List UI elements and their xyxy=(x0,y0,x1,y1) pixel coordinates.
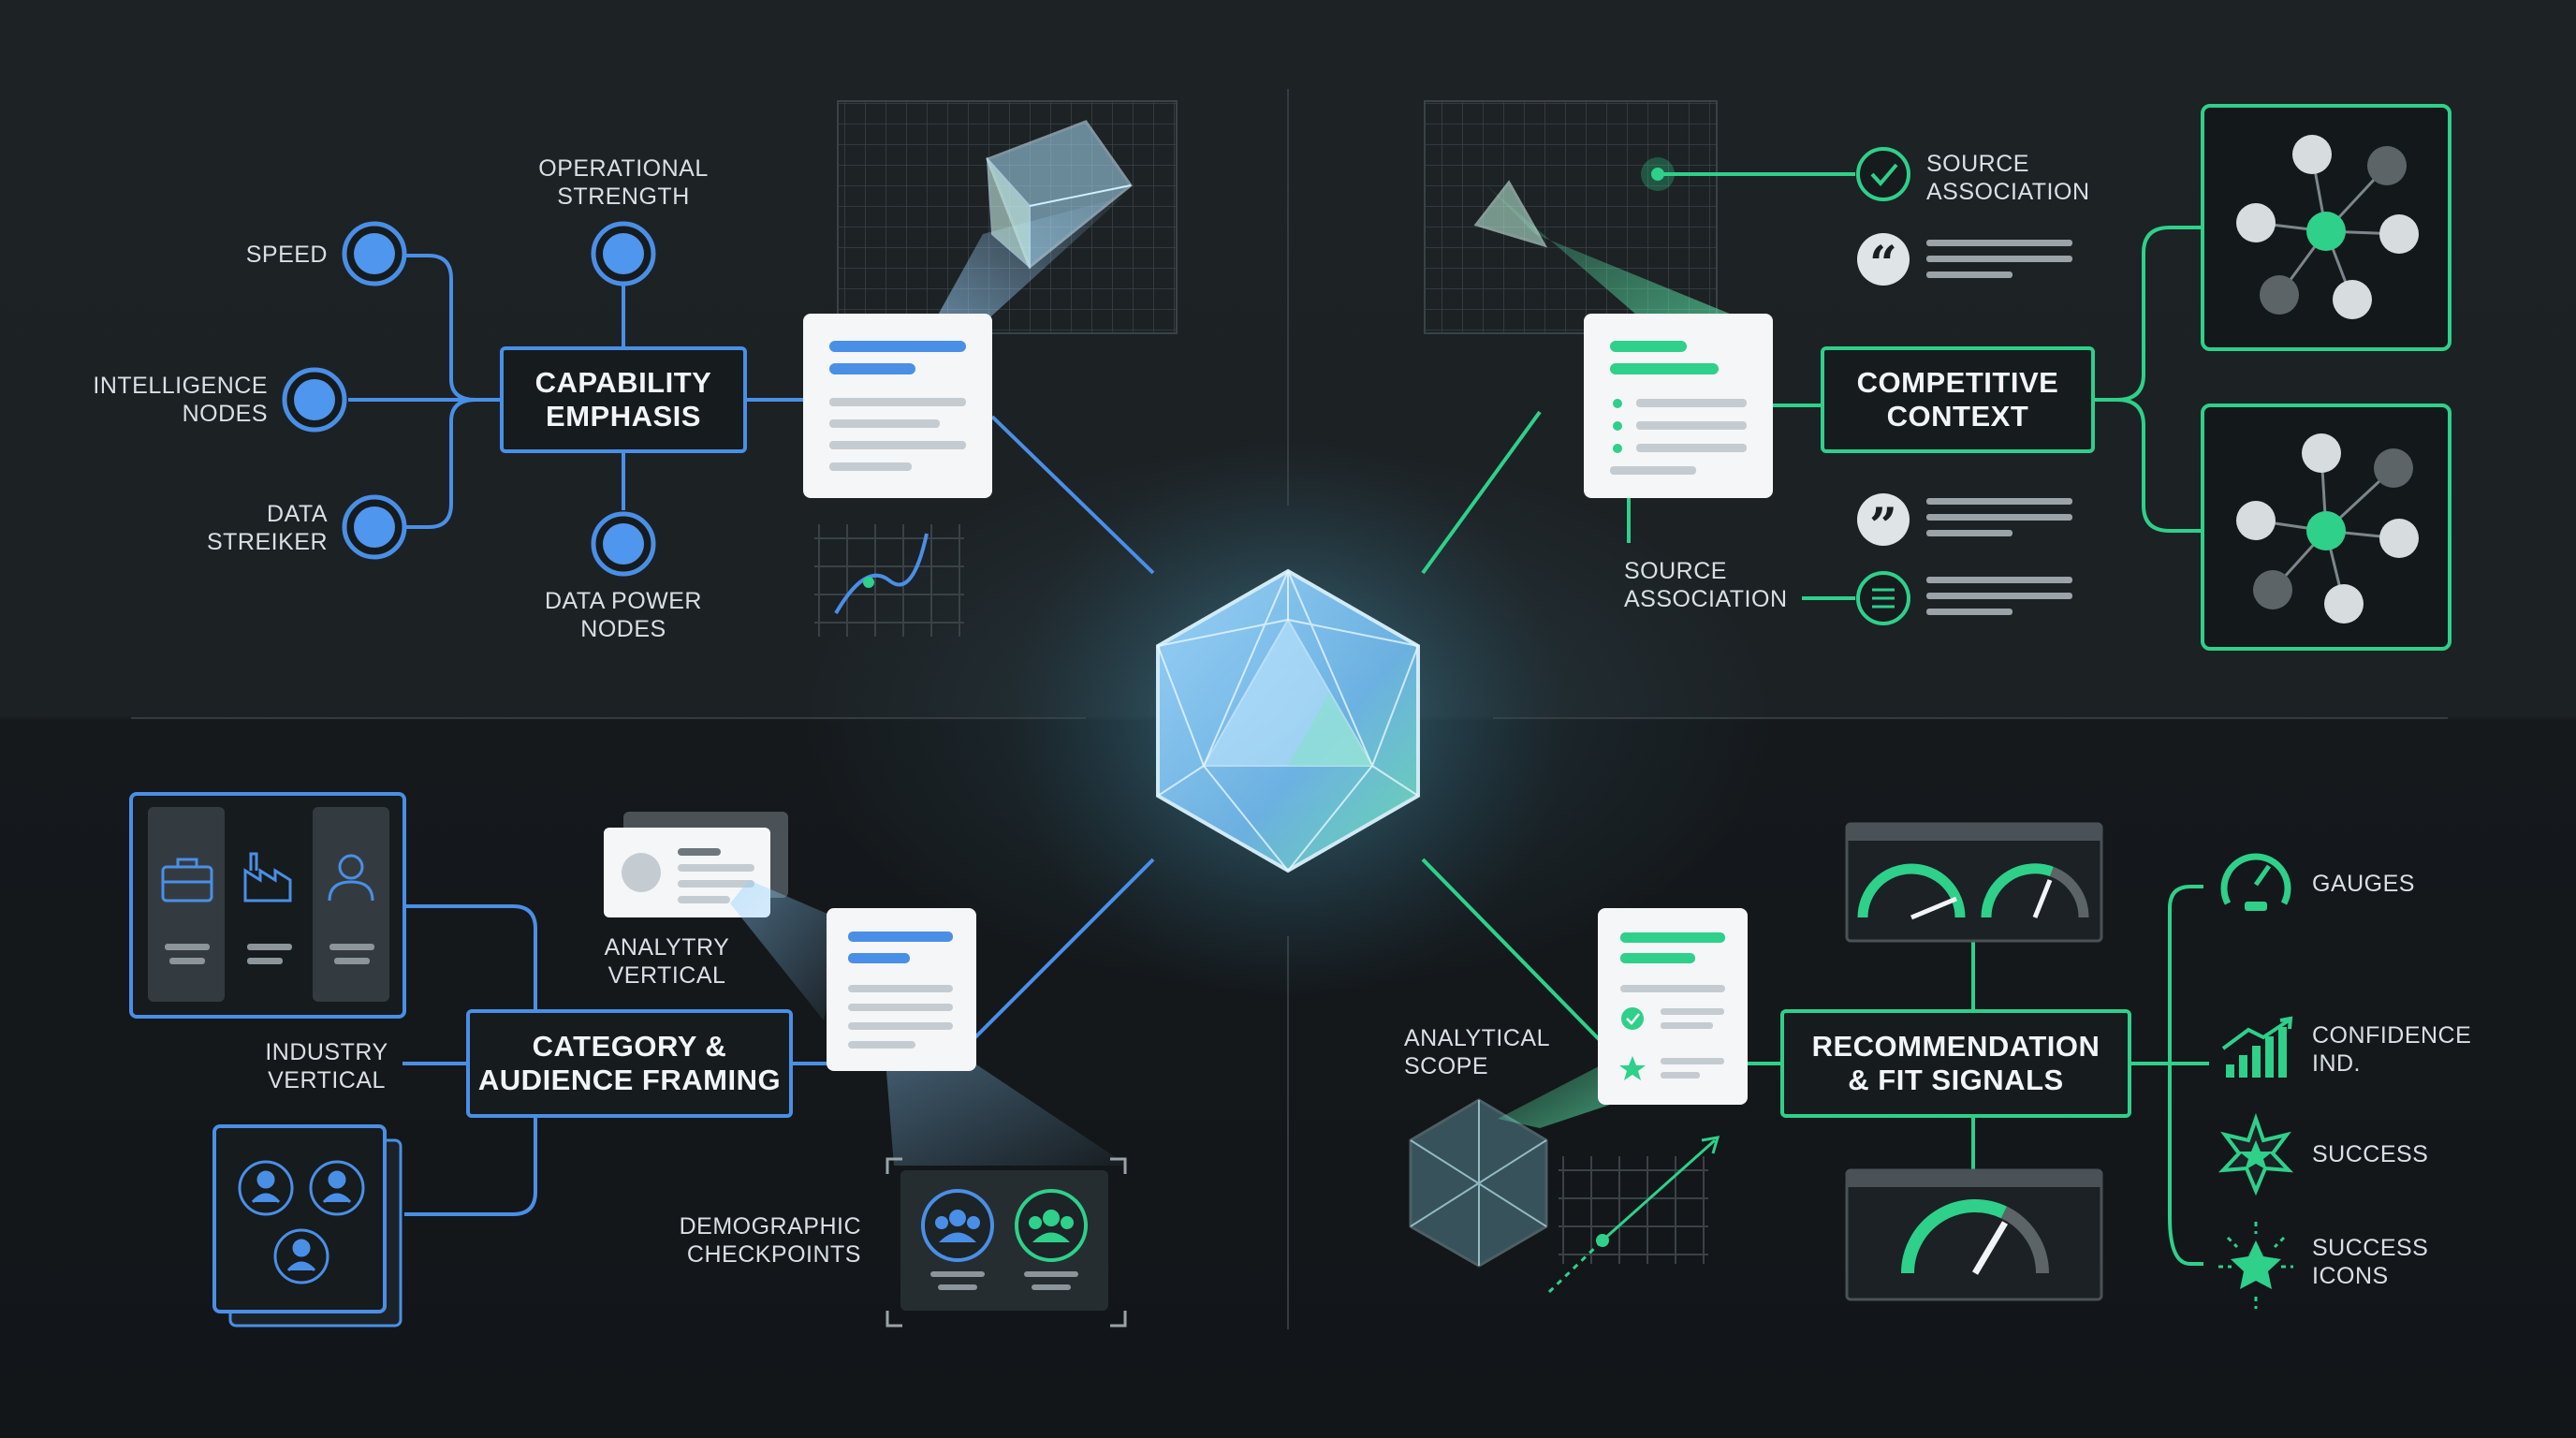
label-intelligence-nodes: INTELLIGENCE NODES xyxy=(93,373,268,427)
label-source-association-bottom: SOURCE ASSOCIATION xyxy=(1624,558,1788,612)
gauge-panel xyxy=(1845,1168,2103,1301)
network-graph-icon xyxy=(2201,104,2452,351)
prism-icon xyxy=(1473,180,1548,248)
briefcase-icon xyxy=(161,858,213,902)
document-card xyxy=(1598,908,1748,1105)
demographic-panel xyxy=(886,1157,1127,1328)
label-success: SUCCESS xyxy=(2312,1141,2429,1167)
label-demographic-checkpoints: DEMOGRAPHIC CHECKPOINTS xyxy=(679,1213,861,1268)
label-source-association-top: SOURCE ASSOCIATION xyxy=(1926,151,2090,205)
label-industry-vertical: INDUSTRY VERTICAL xyxy=(265,1039,388,1093)
user-group-icon xyxy=(1015,1189,1088,1262)
document-card xyxy=(1584,314,1773,498)
svg-text:“: “ xyxy=(1869,236,1897,293)
category-connectors xyxy=(402,904,827,1216)
trend-chart-icon xyxy=(1547,1136,1720,1294)
quote-open-icon: “ xyxy=(1857,233,1910,293)
label-success-icons: SUCCESS ICONS xyxy=(2312,1235,2429,1289)
label-analytry-vertical: ANALYTRY VERTICAL xyxy=(604,934,730,989)
competitive-context-box: COMPETITIVE CONTEXT xyxy=(1821,346,2095,453)
profile-card xyxy=(604,812,788,917)
document-card xyxy=(827,908,976,1071)
light-beam xyxy=(885,1049,1128,1166)
person-icon xyxy=(238,1160,365,1284)
list-circle-icon xyxy=(1856,571,1910,625)
gauge-panel xyxy=(1845,822,2103,943)
center-spokes xyxy=(972,410,1603,1043)
label-gauges: GAUGES xyxy=(2312,871,2415,897)
capability-node-dots xyxy=(282,221,656,577)
recommendation-connectors xyxy=(1748,885,2209,1266)
audience-panel xyxy=(212,1124,402,1328)
light-beam xyxy=(1498,1053,1624,1128)
glass-cube-icon xyxy=(1409,1098,1548,1268)
industry-panel xyxy=(129,792,406,1019)
svg-text:”: ” xyxy=(1869,498,1897,555)
label-operational-strength: OPERATIONAL STRENGTH xyxy=(538,155,709,210)
light-beam xyxy=(730,880,847,1020)
light-beam xyxy=(1484,183,1741,332)
label-confidence-ind: CONFIDENCE IND. xyxy=(2312,1022,2472,1077)
star-burst-icon xyxy=(2217,1112,2294,1196)
trend-chart-icon xyxy=(814,524,964,637)
crystal-icosahedron-icon xyxy=(1156,568,1420,873)
capability-emphasis-box: CAPABILITY EMPHASIS xyxy=(500,346,747,453)
prism-icon xyxy=(986,120,1134,270)
user-group-icon xyxy=(921,1189,994,1262)
check-circle-icon xyxy=(1856,147,1910,201)
label-data-power-nodes: DATA POWER NODES xyxy=(545,588,702,642)
factory-icon xyxy=(243,852,292,902)
gauge-icon xyxy=(2220,853,2291,911)
person-icon xyxy=(328,854,374,902)
bar-chart-icon xyxy=(2221,1016,2293,1078)
category-audience-framing-box: CATEGORY & AUDIENCE FRAMING xyxy=(466,1009,793,1118)
quote-close-icon: ” xyxy=(1857,493,1910,555)
recommendation-fit-signals-box: RECOMMENDATION & FIT SIGNALS xyxy=(1780,1009,2131,1118)
sparkle-star-icon xyxy=(2218,1222,2293,1309)
label-data-streiker: DATA STREIKER xyxy=(206,501,328,555)
text-line-placeholders xyxy=(1926,240,2072,615)
label-speed: SPEED xyxy=(245,242,328,268)
network-graph-icon xyxy=(2201,404,2452,651)
capability-connectors xyxy=(348,254,805,529)
label-analytical-scope: ANALYTICAL SCOPE xyxy=(1404,1025,1550,1079)
document-card xyxy=(803,314,992,498)
